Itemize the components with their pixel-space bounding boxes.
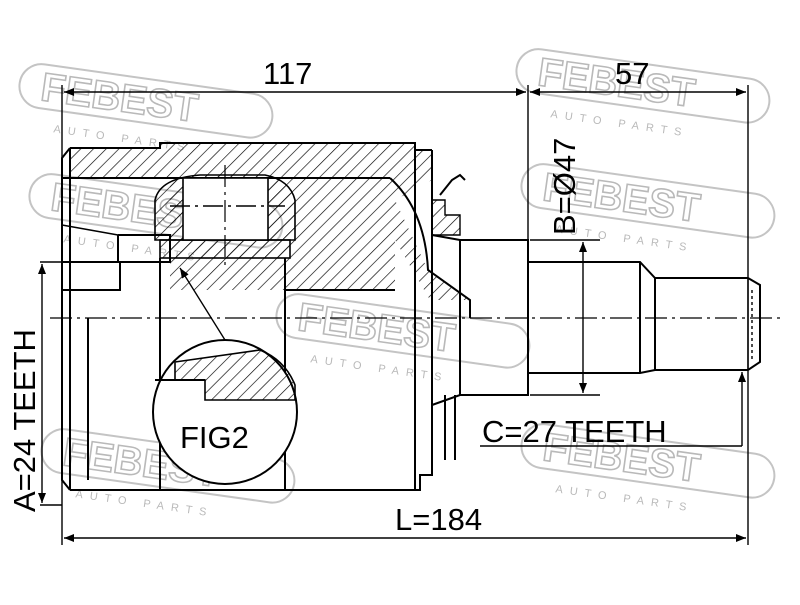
dim-57-label: 57 (615, 56, 649, 91)
dim-length-label: L=184 (395, 502, 482, 537)
watermark-tagline: AUTO PARTS (75, 488, 214, 519)
dim-teeth-a-label: A=24 TEETH (7, 329, 42, 512)
dim-diameter-label: B=Ø47 (547, 138, 582, 235)
watermark-5: FEBEST AUTO PARTS (275, 293, 531, 385)
watermark-group: FEBEST AUTO PARTS FEBEST AUTO PARTS FEBE… (18, 48, 776, 520)
housing (61, 142, 471, 491)
dim-117-label: 117 (263, 56, 312, 91)
watermark-tagline: AUTO PARTS (550, 108, 689, 139)
watermark-brand: FEBEST (295, 295, 457, 361)
dim-teeth-c-label: C=27 TEETH (482, 414, 667, 449)
fig2-label: FIG2 (180, 420, 249, 455)
watermark-tagline: AUTO PARTS (555, 483, 694, 514)
shaft (431, 234, 761, 460)
watermark-tagline: AUTO PARTS (310, 353, 449, 384)
dimension-lines (38, 88, 746, 542)
fig2-leader (179, 267, 226, 341)
fig2-detail: FIG2 (152, 267, 298, 485)
